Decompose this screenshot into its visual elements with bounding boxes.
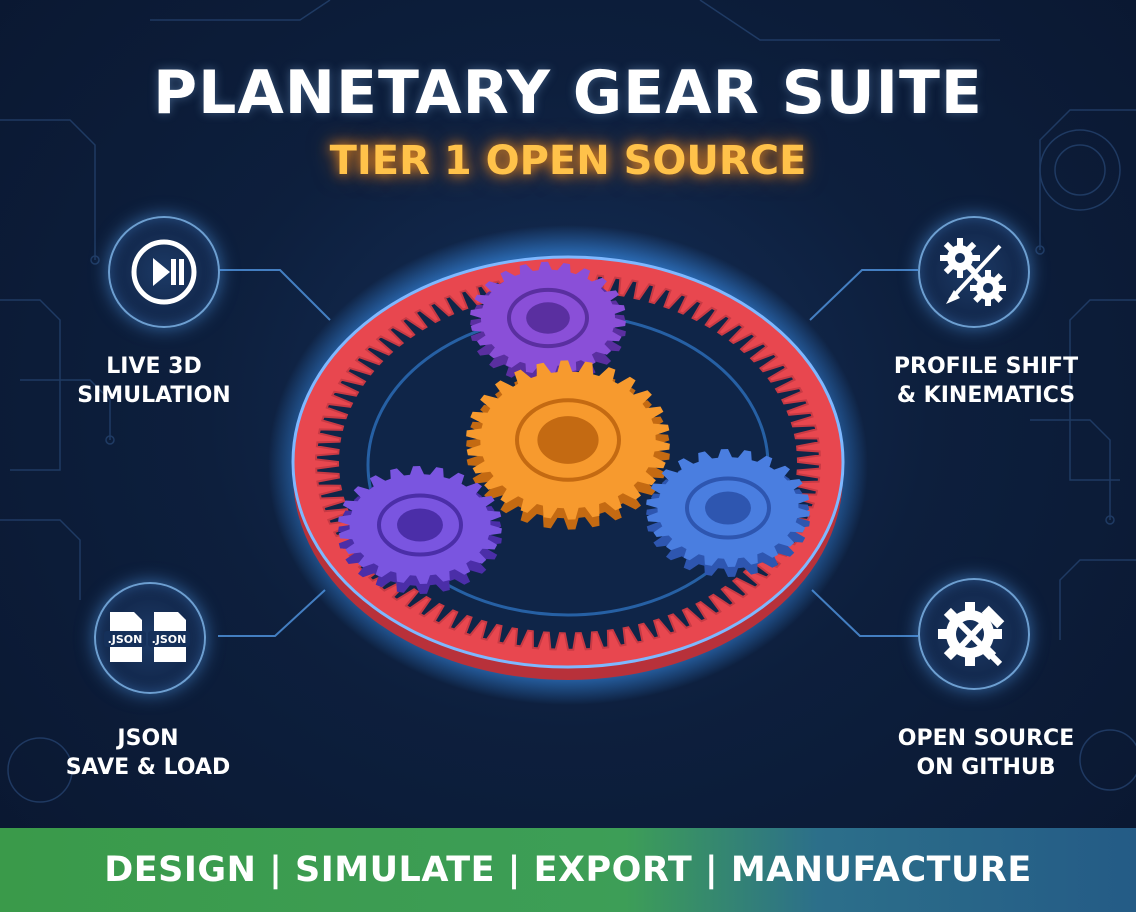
- json-files-icon: .JSON .JSON: [104, 612, 190, 662]
- feature-simulation-label: LIVE 3D SIMULATION: [24, 352, 284, 410]
- feature-github-circle: [918, 578, 1030, 690]
- feature-json-circle: .JSON .JSON: [94, 582, 206, 694]
- planet-left-hub: [377, 493, 463, 557]
- page-title: PLANETARY GEAR SUITE: [153, 58, 983, 128]
- footer-banner: DESIGN | SIMULATE | EXPORT | MANUFACTURE: [0, 828, 1136, 912]
- feature-simulation-line1: LIVE 3D: [106, 354, 202, 379]
- sun-bore: [537, 416, 599, 464]
- sun-gear: [466, 360, 670, 530]
- planet-right-hub: [685, 476, 771, 540]
- gear-tools-icon: [938, 602, 1005, 667]
- planet-left-bore: [397, 508, 443, 542]
- feature-profile-shift-circle: [918, 216, 1030, 328]
- gears-wrench-icon: [940, 238, 1006, 306]
- json-file-label-2: .JSON: [152, 633, 187, 646]
- planet-gear-right: [646, 449, 810, 577]
- page-subtitle: TIER 1 OPEN SOURCE: [329, 138, 807, 184]
- play-pause-icon: [131, 239, 197, 305]
- feature-github-line2: ON GITHUB: [916, 755, 1056, 780]
- sun-hub: [515, 398, 621, 482]
- feature-profile-shift-line1: PROFILE SHIFT: [893, 354, 1079, 379]
- planet-top-bore: [526, 302, 570, 334]
- footer-tagline: DESIGN | SIMULATE | EXPORT | MANUFACTURE: [104, 850, 1032, 890]
- planet-top-hub: [507, 287, 589, 349]
- feature-profile-shift-line2: & KINEMATICS: [896, 383, 1076, 408]
- feature-json-line1: JSON: [117, 726, 179, 751]
- feature-simulation-circle: [108, 216, 220, 328]
- feature-github-label: OPEN SOURCE ON GITHUB: [856, 724, 1116, 782]
- feature-simulation-line2: SIMULATION: [77, 383, 231, 408]
- feature-json-line2: SAVE & LOAD: [65, 755, 231, 780]
- planet-right-bore: [705, 491, 751, 525]
- feature-json-label: JSON SAVE & LOAD: [18, 724, 278, 782]
- json-file-label-1: .JSON: [108, 633, 143, 646]
- feature-profile-shift-label: PROFILE SHIFT & KINEMATICS: [856, 352, 1116, 410]
- planet-gear-left: [338, 466, 502, 594]
- planet-gear-top: [470, 261, 626, 385]
- feature-github-line1: OPEN SOURCE: [897, 726, 1075, 751]
